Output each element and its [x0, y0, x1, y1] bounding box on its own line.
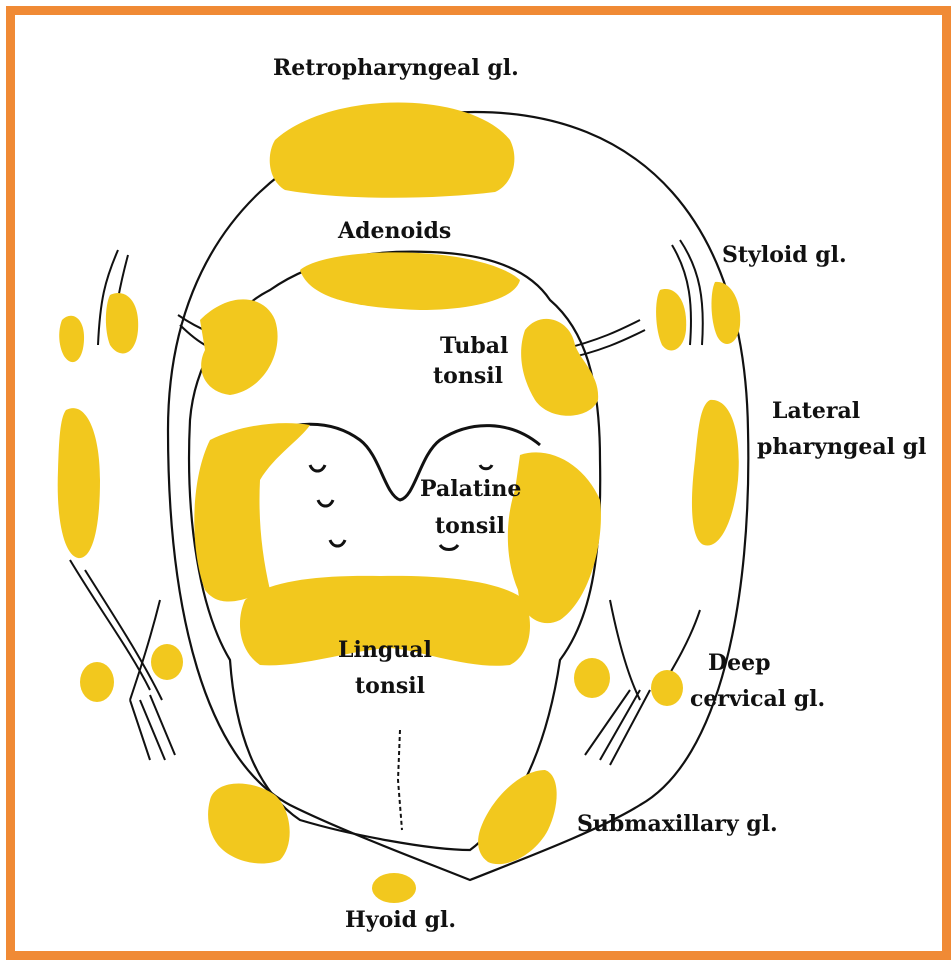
lateral-pharyngeal-gland-right — [692, 400, 739, 546]
label-lateral-line2: pharyngeal gl — [757, 434, 926, 460]
hyoid-gland — [372, 873, 416, 903]
deep-cervical-gland-left-b — [151, 644, 183, 680]
tongue-midline — [398, 730, 402, 830]
label-deep-line1: Deep — [708, 650, 770, 676]
label-palatine-line2: tonsil — [435, 513, 505, 539]
deep-cervical-gland-left-a — [80, 662, 114, 702]
styloid-gland-right-a — [656, 289, 686, 350]
styloid-gland-left-b — [106, 293, 138, 353]
palatine-tonsil-left — [194, 423, 310, 601]
tubal-tonsil-right — [521, 319, 598, 416]
deep-cervical-gland-right-b — [651, 670, 683, 706]
label-styloid-gl: Styloid gl. — [722, 242, 847, 268]
label-deep-line2: cervical gl. — [690, 686, 825, 712]
label-submaxillary-gl: Submaxillary gl. — [577, 811, 778, 837]
adenoids — [300, 252, 520, 310]
label-lateral-line1: Lateral — [772, 398, 860, 424]
label-hyoid-gl: Hyoid gl. — [345, 907, 456, 933]
tubal-tonsil-left — [200, 299, 278, 395]
retropharyngeal-gland — [270, 103, 515, 198]
lateral-pharyngeal-gland-left — [58, 408, 100, 558]
label-tubal-line1: Tubal — [440, 333, 508, 359]
submaxillary-gland-left — [208, 784, 290, 864]
label-lingual-line2: tonsil — [355, 673, 425, 699]
label-lingual-line1: Lingual — [338, 637, 432, 663]
label-retropharyngeal-gl: Retropharyngeal gl. — [273, 55, 519, 81]
styloid-gland-right-b — [711, 282, 740, 344]
deep-cervical-gland-right-a — [574, 658, 610, 698]
label-palatine-line1: Palatine — [420, 476, 521, 502]
styloid-gland-left-a — [59, 316, 84, 362]
label-tubal-line2: tonsil — [433, 363, 503, 389]
palatine-tonsil-right — [508, 452, 601, 623]
label-adenoids: Adenoids — [337, 218, 451, 244]
